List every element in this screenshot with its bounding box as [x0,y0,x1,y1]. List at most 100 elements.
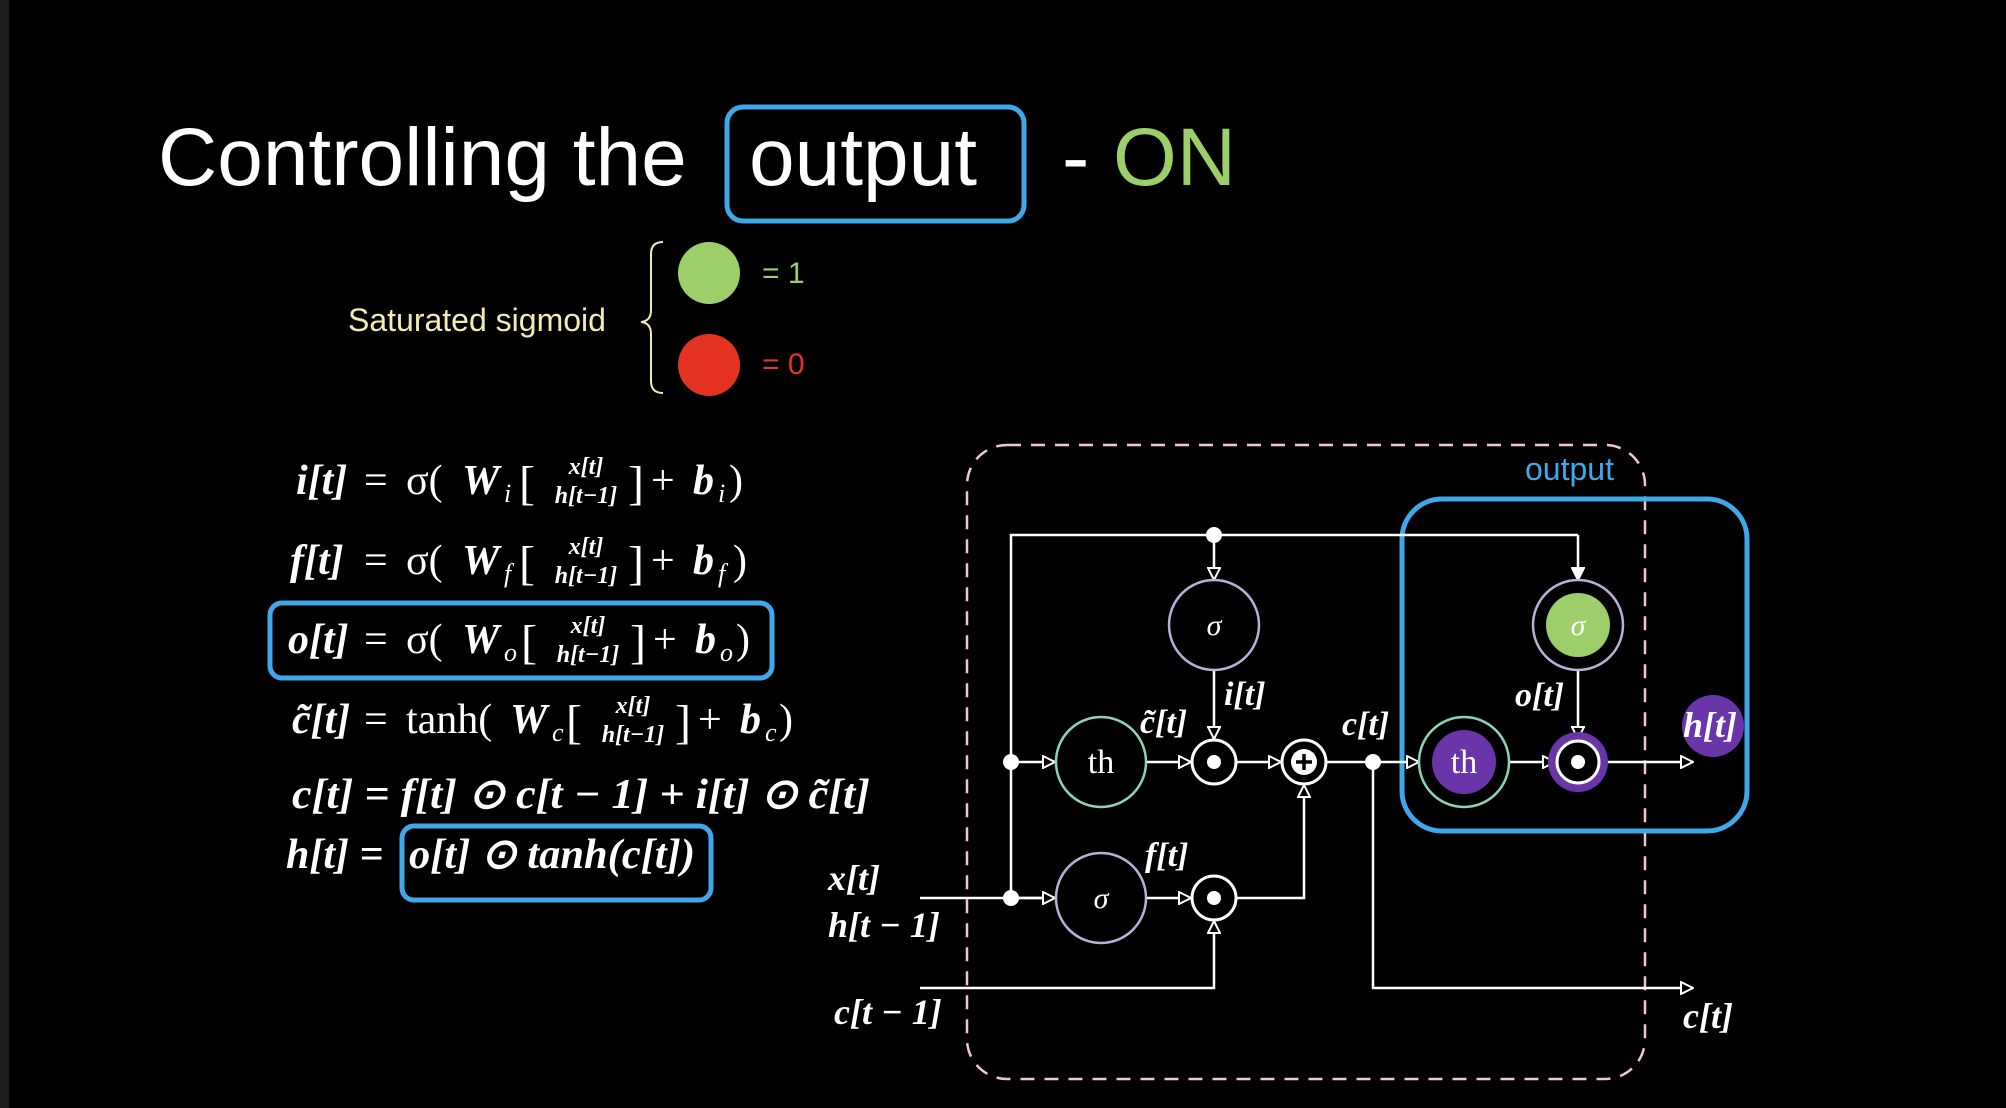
label-h-prev: h[t − 1] [828,905,940,945]
title-highlight-box [724,104,1027,224]
wire-prev-cell [920,921,1214,990]
eq-bias: b [693,458,714,504]
eq-bias-sub: c [765,718,777,747]
output-gate-node: σ [1531,578,1625,672]
eq-weight: W [462,538,502,584]
legend-on-value: = 1 [762,257,805,290]
eq-weight-sub: o [504,638,517,667]
eq-bracket-right: ] [628,457,644,510]
eq-func: tanh( [406,697,492,743]
eq-close: ) [733,538,747,584]
input-gate-symbol: σ [1207,609,1223,642]
eq-bracket-right: ] [630,616,646,669]
eq-func: σ( [406,458,443,504]
equation-candidate: c̃[t] = tanh( W c [ x[t] h[t−1] ] + b c … [292,693,793,749]
junction-dot [1003,754,1019,770]
eq-bias: b [693,538,714,584]
junction-dot [1206,527,1222,543]
forget-gate-symbol: σ [1094,882,1110,915]
equation-forget-gate: f[t] = σ( W f [ x[t] h[t−1] ] + b f ) [290,534,747,590]
output-gate-on-fill [1546,593,1610,657]
diagram-wires [920,533,1693,990]
eq-lhs: c̃[t] [292,697,350,743]
output-region-label: output [1525,451,1614,487]
eq-bracket-right: ] [675,696,691,749]
eq-plus: + [653,617,677,663]
eq-stack-bottom: h[t−1] [555,483,618,509]
title-boxed-word: output [749,112,977,203]
equation-hidden-state: h[t] = o[t] ⊙ tanh(c[t]) [286,823,714,903]
eq-bracket-left: [ [519,457,535,510]
input-gate-node: σ [1167,578,1261,672]
equations: i[t] = σ( W i [ x[t] h[t−1] ] + b i ) f[… [267,454,870,903]
legend-off-value: = 0 [762,348,805,381]
title-dash: - [1062,112,1089,203]
label-f-gate: f[t] [1145,837,1188,874]
eq-stack-bottom: h[t−1] [557,642,620,668]
slide-title: Controlling the output - ON [158,104,1236,224]
label-i-gate: i[t] [1224,676,1266,713]
window-edge [0,0,9,1108]
hidden-state-highlight-box [399,823,714,903]
legend-brace [640,241,664,394]
eq-weight: W [510,697,550,743]
hadamard-dot [1207,755,1221,769]
eq-lhs: o[t] [288,617,349,663]
title-state: ON [1113,112,1236,203]
eq-stack-top: x[t] [570,613,606,639]
eq-bias-sub: f [718,559,729,588]
eq-boxed: o[t] ⊙ tanh(c[t]) [409,832,695,878]
eq-weight-sub: c [552,718,564,747]
wire-forget-mult-to-add [1237,785,1304,900]
candidate-node: th [1054,715,1148,809]
junction-dot [1365,754,1381,770]
hadamard-dot [1207,891,1221,905]
eq-stack-top: x[t] [615,693,651,719]
eq-lhs: i[t] [296,458,347,504]
eq-equals: = [364,617,388,663]
equation-cell-update: c[t] = f[t] ⊙ c[t − 1] + i[t] ⊙ c̃[t] [292,772,870,818]
eq-close: ) [779,697,793,743]
junctions [1003,527,1381,906]
eq-lhs: f[t] [290,538,344,584]
eq-func: σ( [406,617,443,663]
eq-bias: b [695,617,716,663]
output-region-box [1399,496,1750,834]
eq-lhs: h[t] = [286,832,383,878]
cell-tanh-fill [1432,730,1496,794]
title-prefix: Controlling the [158,112,687,203]
sigmoid-off-dot [678,334,740,396]
label-c-prev: c[t − 1] [834,992,942,1032]
wire-input-bus [1009,533,1578,898]
plus-icon [1296,754,1312,770]
label-x-input: x[t] [827,858,880,898]
eq-func: σ( [406,538,443,584]
hadamard-dot [1571,755,1585,769]
output-gate-highlight-box [267,600,775,681]
eq-plus: + [698,697,722,743]
candidate-tanh-label: th [1088,744,1114,781]
eq-equals: = [364,697,388,743]
mult-forget-node [1190,874,1238,922]
cell-tanh-label: th [1451,744,1477,781]
diagram-labels: x[t] h[t − 1] c[t − 1] i[t] c̃[t] c[t] o… [827,676,1737,1036]
label-c-state: c[t] [1342,706,1389,743]
forget-gate-circle [1054,851,1148,945]
lstm-cell-diagram: output [827,443,1750,1081]
output-gate-symbol: σ [1571,609,1587,642]
eq-stack-bottom: h[t−1] [602,722,665,748]
eq-bracket-left: [ [566,696,582,749]
label-h-output: h[t] [1683,705,1737,745]
mult-output-node [1548,732,1608,792]
eq-weight-sub: i [504,479,511,508]
eq-bias-sub: o [720,638,733,667]
eq-plus: + [651,458,675,504]
wire-cell-output [1371,762,1693,988]
eq-bias-sub: i [718,479,725,508]
junction-dot [1003,890,1019,906]
hidden-output-bubble [1682,695,1744,757]
sigmoid-on-dot [678,242,740,304]
candidate-tanh-circle [1054,715,1148,809]
forget-gate-node: σ [1054,851,1148,945]
